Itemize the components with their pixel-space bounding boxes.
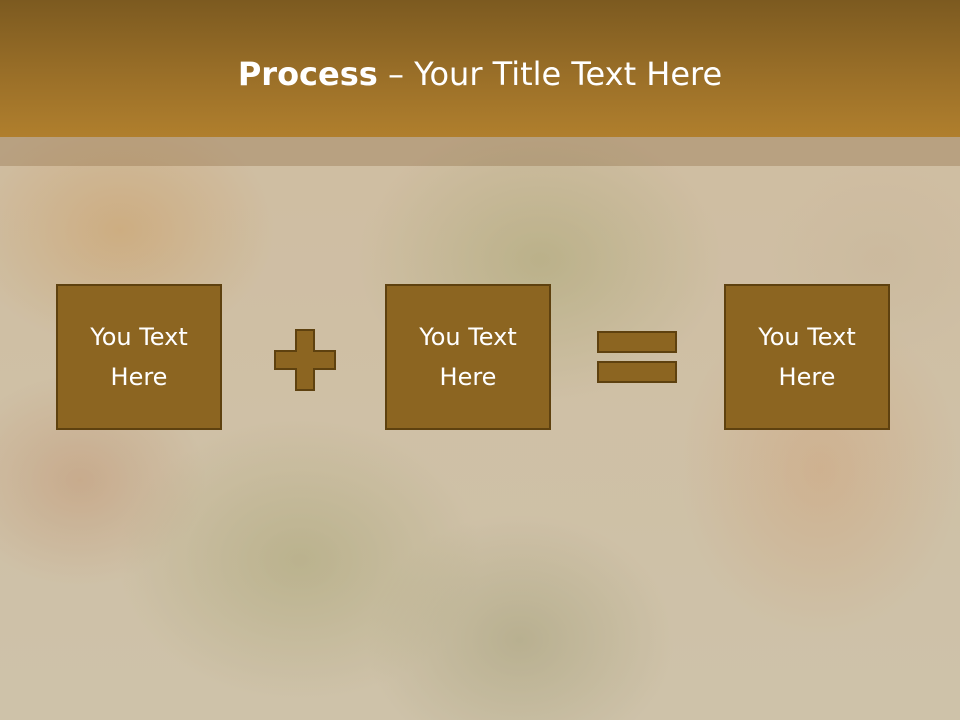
plus-icon [274,329,336,391]
process-step-1-box: You Text Here [56,284,222,430]
title-bar [0,0,960,137]
process-step-2-label: You Text Here [419,323,517,391]
process-step-1-label: You Text Here [90,323,188,391]
process-step-2-box: You Text Here [385,284,551,430]
slide-title: Process – Your Title Text Here [0,50,960,98]
equals-icon [597,331,677,383]
title-divider-strip [0,137,960,166]
process-result-label: You Text Here [758,323,856,391]
process-result-box: You Text Here [724,284,890,430]
slide-title-text: – Your Title Text Here [377,55,723,93]
slide-title-bold: Process [237,55,378,93]
